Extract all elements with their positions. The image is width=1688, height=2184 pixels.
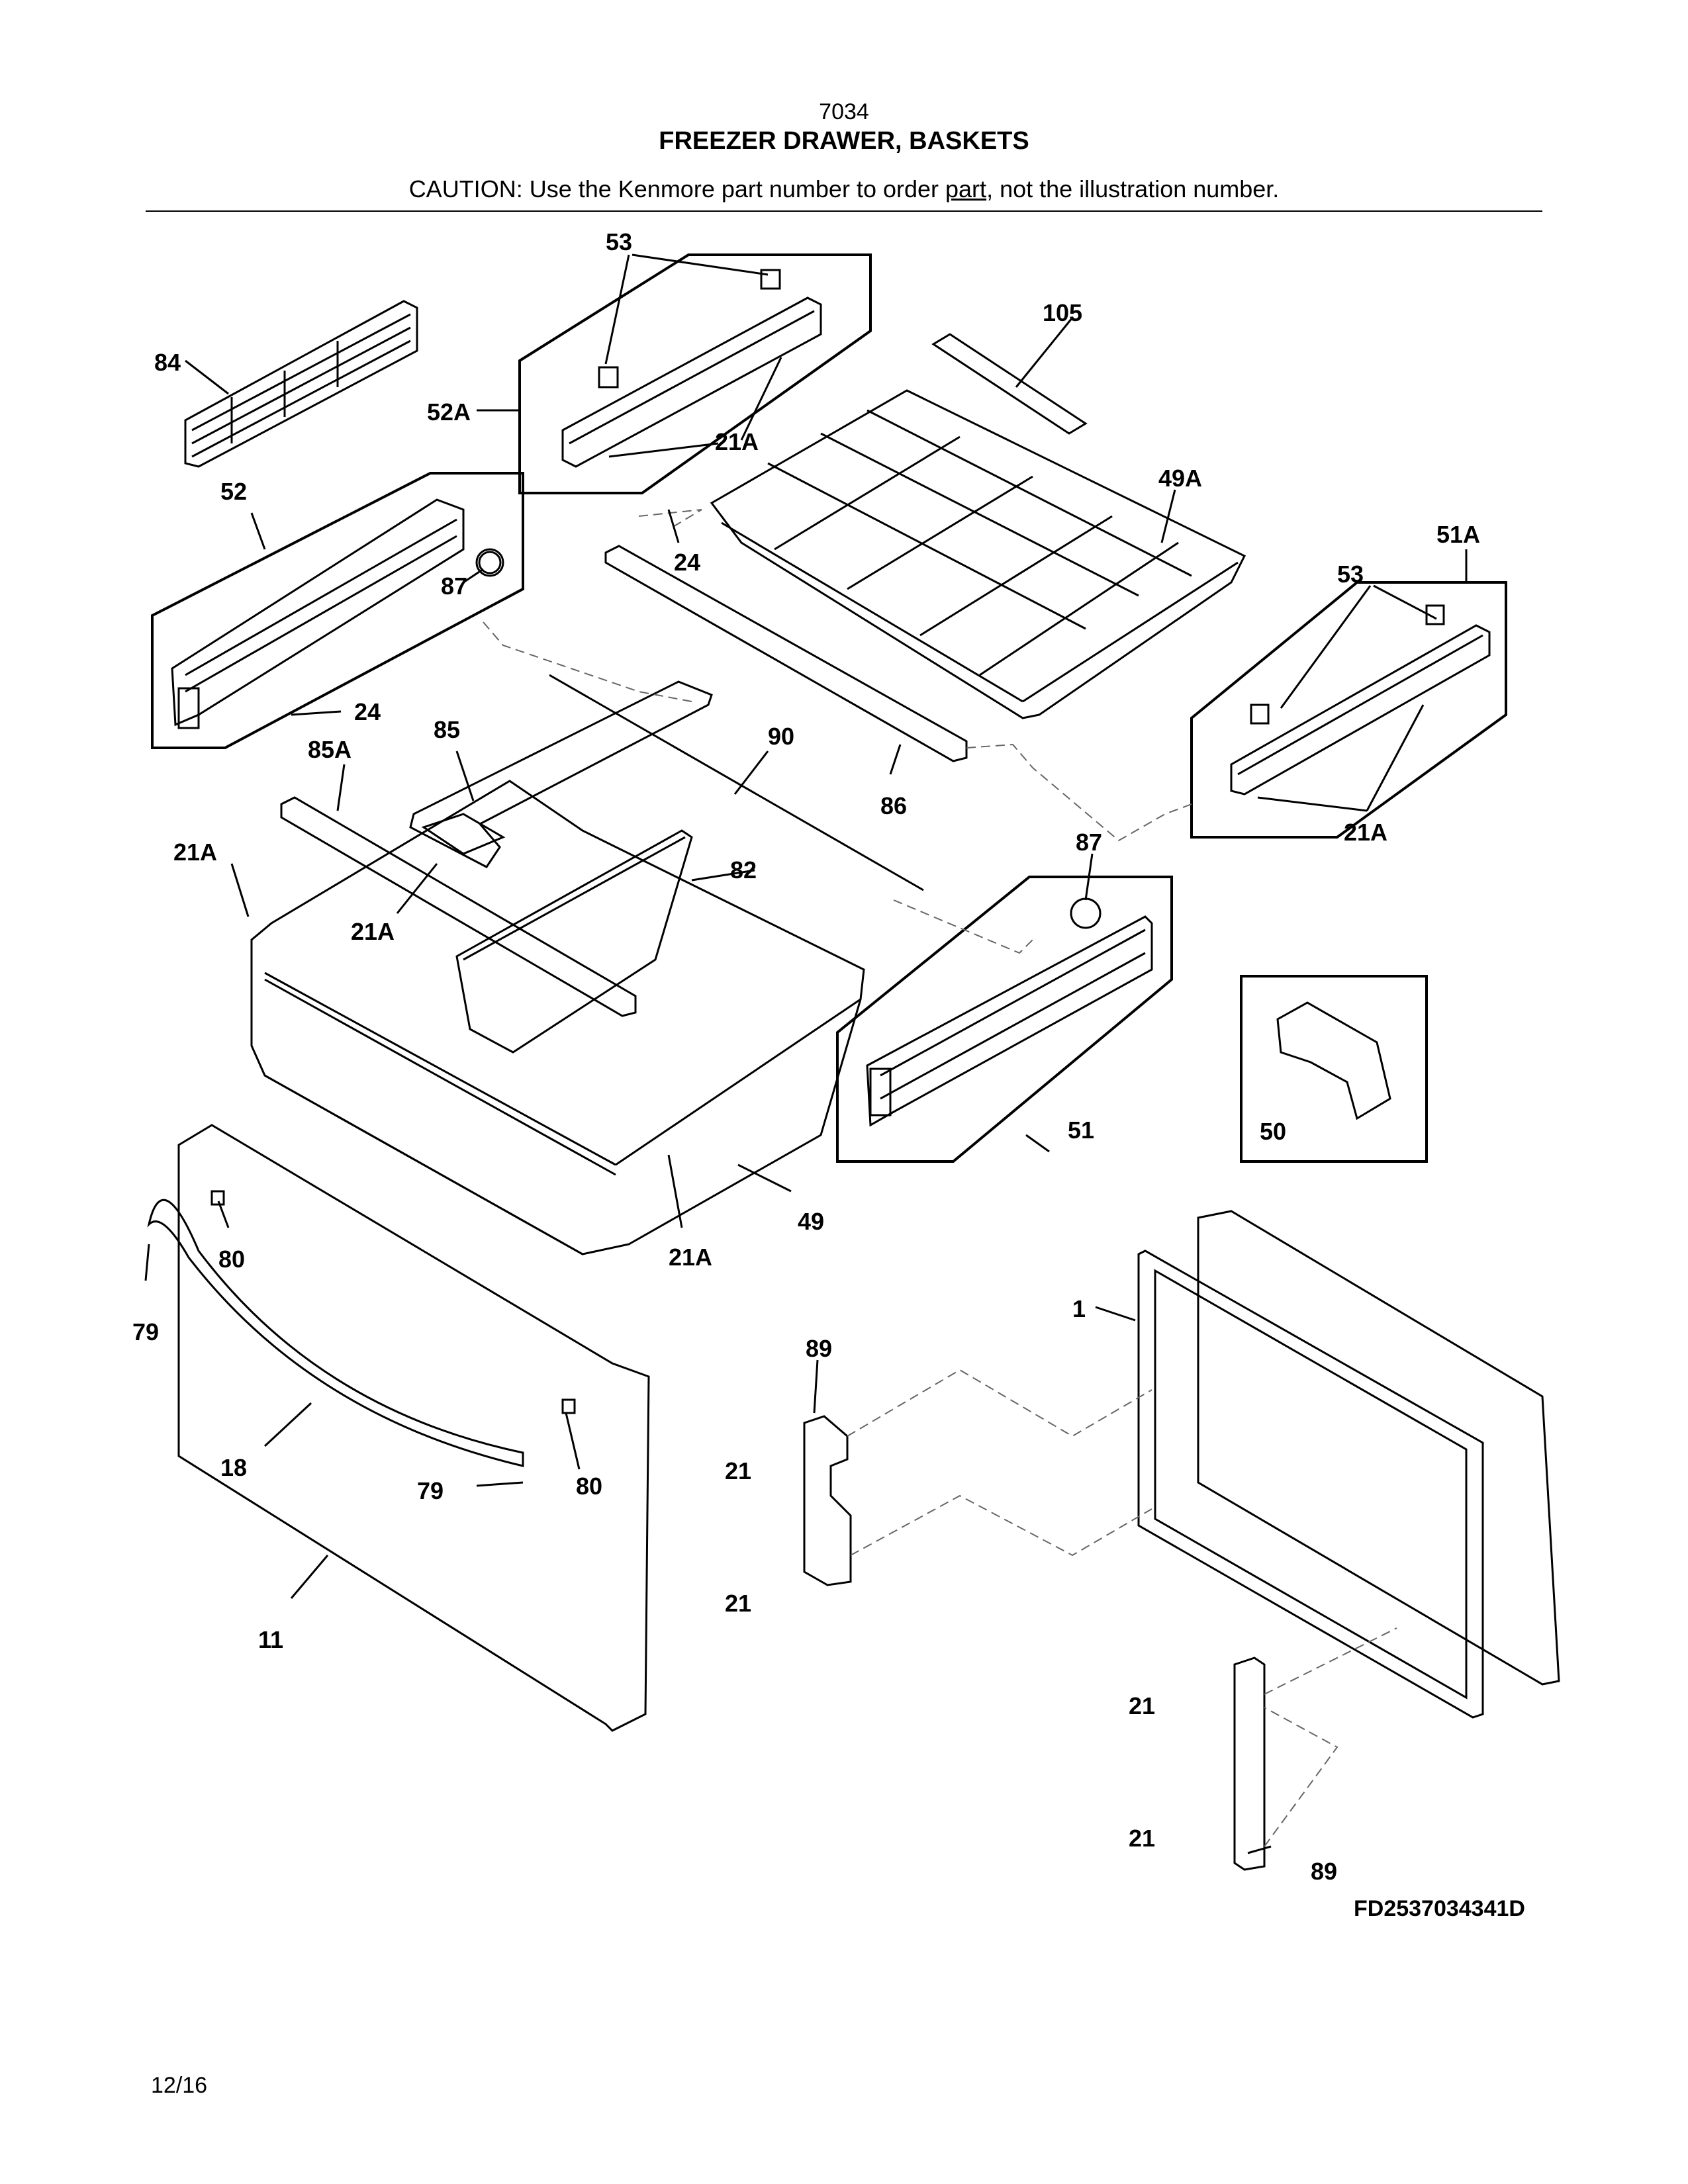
hinge-89a xyxy=(803,1415,852,1586)
divider-85 xyxy=(409,680,713,868)
callout-21-bottom: 21 xyxy=(1129,1825,1155,1852)
callout-24-left: 24 xyxy=(354,698,381,725)
door-frame-1 xyxy=(1137,1210,1560,1719)
callout-89-bottom: 89 xyxy=(1311,1858,1337,1885)
bumper-80a xyxy=(211,1190,225,1206)
callout-87-right: 87 xyxy=(1076,829,1102,856)
slide-rail-52 xyxy=(171,498,504,729)
group-frame-52 xyxy=(151,472,524,749)
callout-85a: 85A xyxy=(308,736,352,763)
grille-84 xyxy=(184,300,418,468)
callout-21a-right: 21A xyxy=(1344,819,1387,846)
callout-85: 85 xyxy=(434,716,460,743)
callout-79-right: 79 xyxy=(417,1477,444,1504)
callout-89-top: 89 xyxy=(806,1335,832,1362)
gear-87a xyxy=(478,551,502,574)
caution-note: CAUTION: Use the Kenmore part number to … xyxy=(0,175,1688,203)
caution-part-word: part xyxy=(945,175,987,203)
slide-rail-51a xyxy=(1230,604,1491,796)
callout-11: 11 xyxy=(258,1626,283,1653)
hinge-89b xyxy=(1233,1657,1266,1871)
callout-24-right: 24 xyxy=(674,549,700,576)
callout-80-right: 80 xyxy=(576,1473,602,1500)
callout-21a-left: 21A xyxy=(173,839,217,866)
front-bar-86 xyxy=(604,545,968,762)
diagram-title: FREEZER DRAWER, BASKETS xyxy=(659,127,1029,155)
bar-85a xyxy=(280,796,637,1017)
group-frame-51a xyxy=(1190,581,1507,839)
callout-79-left: 79 xyxy=(132,1318,159,1345)
slide-rail-51 xyxy=(866,915,1153,1127)
diagram-code: 7034 xyxy=(819,99,869,124)
callout-84: 84 xyxy=(154,349,181,376)
callout-21-mid: 21 xyxy=(725,1590,751,1617)
callout-80-left: 80 xyxy=(218,1246,245,1273)
page-date: 12/16 xyxy=(151,2073,208,2098)
callout-105: 105 xyxy=(1043,299,1082,326)
caution-prefix: CAUTION: Use the Kenmore part number to … xyxy=(408,175,946,203)
caution-suffix: , not the illustration number. xyxy=(986,175,1280,203)
group-frame-51 xyxy=(836,876,1173,1163)
group-frame-52a xyxy=(518,253,872,494)
trim-bar-105 xyxy=(931,333,1088,435)
callout-49: 49 xyxy=(798,1208,824,1235)
drawer-front-11 xyxy=(177,1124,650,1732)
small-basket-82 xyxy=(455,829,693,1054)
callout-52: 52 xyxy=(220,478,247,505)
drawer-bin-49 xyxy=(250,780,865,1255)
bumper-80b xyxy=(561,1398,576,1414)
callout-53-top: 53 xyxy=(606,228,632,255)
group-frame-50 xyxy=(1240,975,1428,1163)
callout-1: 1 xyxy=(1072,1295,1086,1322)
gear-87b xyxy=(1070,897,1102,929)
slide-rail-52a xyxy=(561,269,822,468)
callout-52a: 52A xyxy=(427,398,471,426)
callout-90: 90 xyxy=(768,723,794,750)
header-rule xyxy=(146,210,1542,212)
handle-79 xyxy=(147,1199,524,1467)
callout-87-left: 87 xyxy=(441,572,467,600)
callout-21a-mid: 21A xyxy=(351,918,395,945)
callout-49a: 49A xyxy=(1158,465,1202,492)
callout-82: 82 xyxy=(730,856,757,884)
callout-21-upper: 21 xyxy=(725,1457,751,1484)
callout-51: 51 xyxy=(1068,1116,1094,1144)
bracket-50 xyxy=(1276,1001,1391,1120)
callout-21a-bottom: 21A xyxy=(669,1244,712,1271)
figure-code: FD2537034341D xyxy=(1354,1896,1525,1921)
callout-51a: 51A xyxy=(1436,521,1480,548)
wire-basket-49a xyxy=(710,389,1246,719)
callout-53-right: 53 xyxy=(1337,561,1364,588)
callout-50: 50 xyxy=(1260,1118,1286,1145)
rod-90 xyxy=(549,674,924,891)
callout-21-lower: 21 xyxy=(1129,1692,1155,1719)
callout-86: 86 xyxy=(880,792,907,819)
callout-18: 18 xyxy=(220,1454,247,1481)
callout-21a-top: 21A xyxy=(715,428,759,455)
